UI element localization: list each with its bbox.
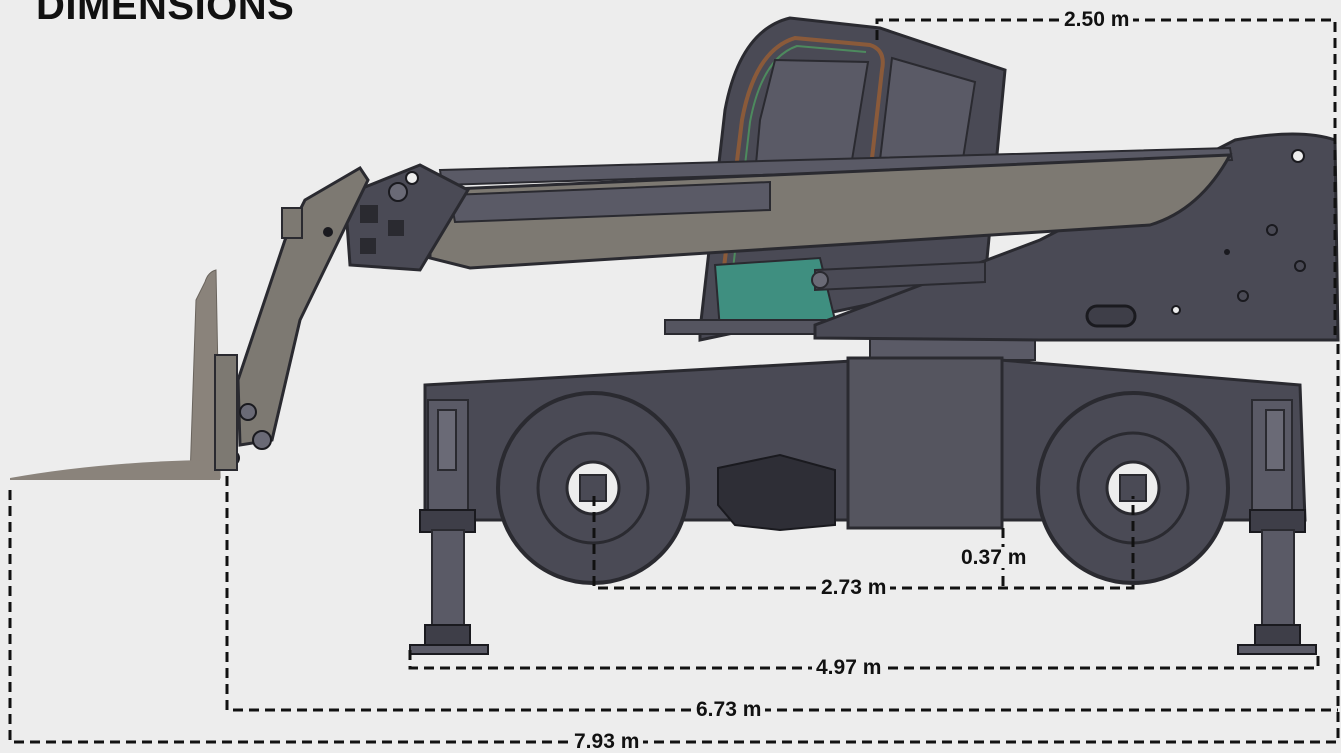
overall-length-dimension-line xyxy=(8,340,1340,744)
overall-length-label: 7.93 m xyxy=(570,731,644,752)
rear-wheel xyxy=(1036,391,1230,585)
length-to-forks-dimension-line xyxy=(225,476,1338,712)
ground-clearance-label: 0.37 m xyxy=(957,547,1031,568)
telescopic-boom xyxy=(343,146,1234,292)
fork-carriage xyxy=(10,165,370,480)
outrigger-span-label: 4.97 m xyxy=(812,657,886,678)
wheelbase-label: 2.73 m xyxy=(817,577,891,598)
front-outrigger xyxy=(409,399,489,655)
rear-outrigger xyxy=(1237,399,1317,655)
height-label: 2.50 m xyxy=(1060,9,1134,30)
page-title: DIMENSIONS xyxy=(36,0,295,28)
length-to-forks-label: 6.73 m xyxy=(692,699,766,720)
front-wheel xyxy=(496,391,690,585)
